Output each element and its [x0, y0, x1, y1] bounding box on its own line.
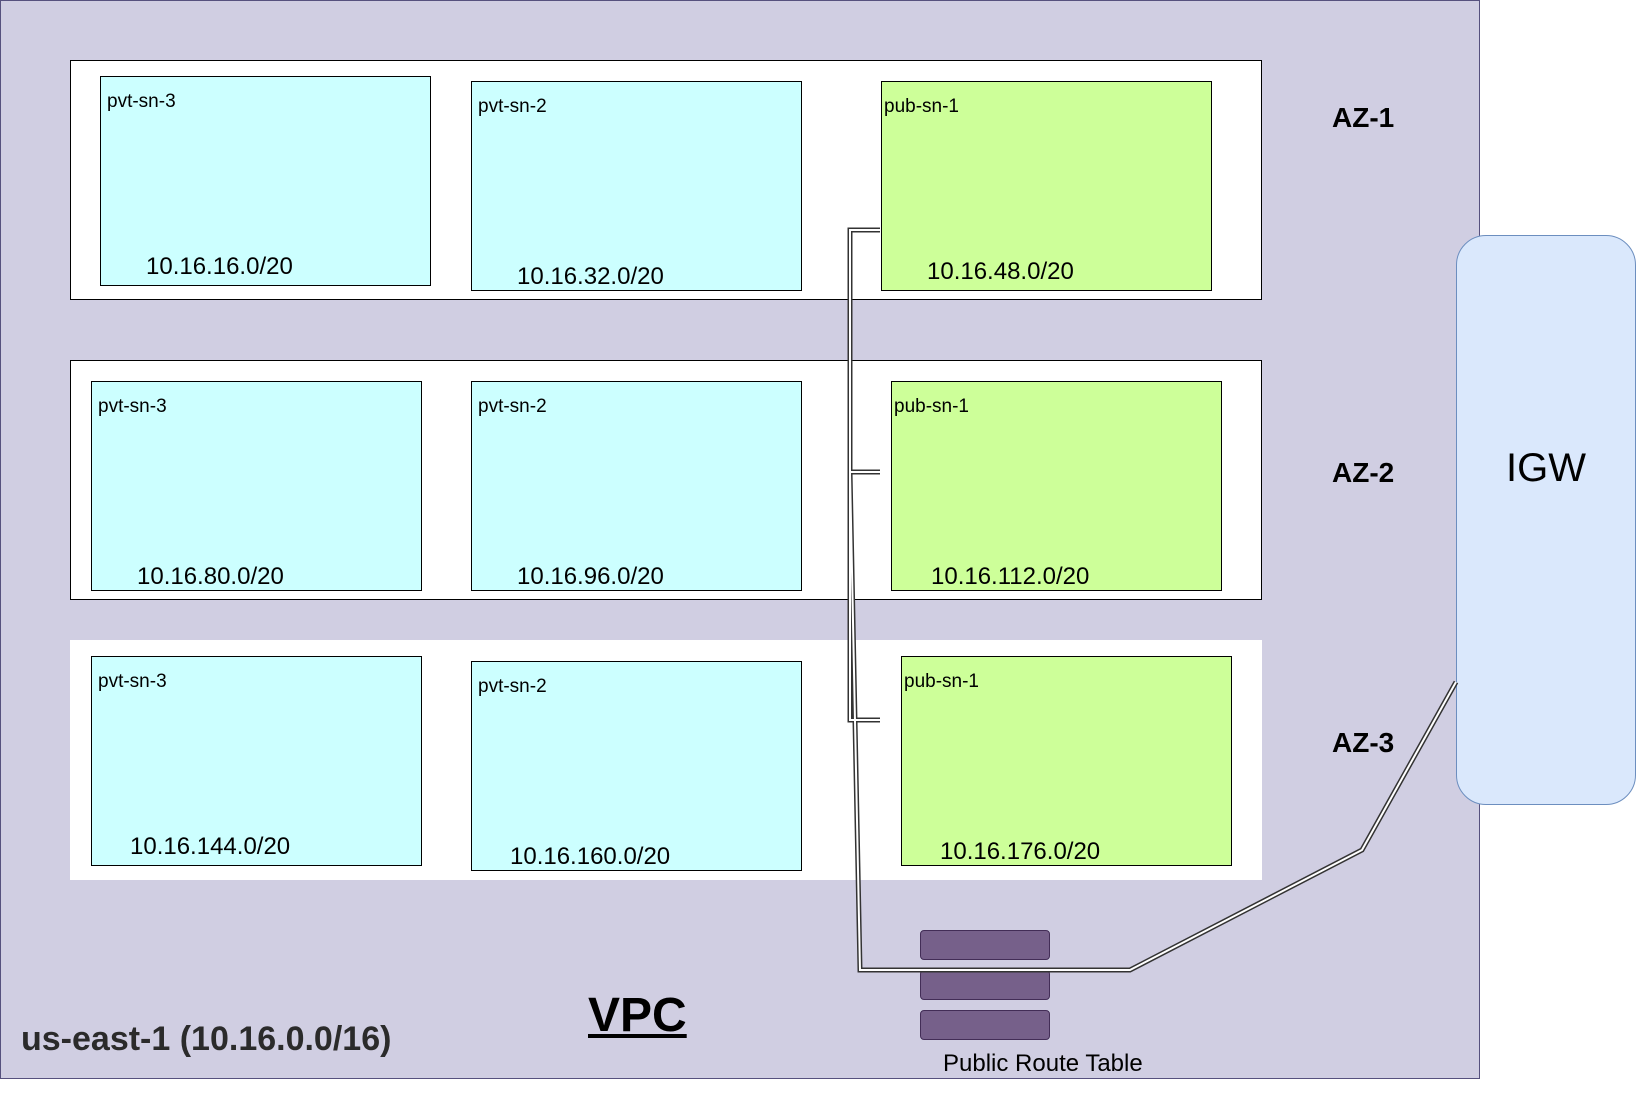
- az-3-subnet-pub-sn-1[interactable]: pub-sn-1 10.16.176.0/20: [901, 656, 1232, 866]
- subnet-cidr: 10.16.48.0/20: [927, 258, 1074, 285]
- vpc-title: VPC: [588, 989, 687, 1042]
- az-1-subnet-pvt-sn-2[interactable]: pvt-sn-2 10.16.32.0/20: [471, 81, 802, 291]
- az-2-subnet-pvt-sn-3[interactable]: pvt-sn-3 10.16.80.0/20: [91, 381, 422, 591]
- subnet-name: pvt-sn-2: [478, 676, 547, 697]
- subnet-name: pub-sn-1: [894, 396, 969, 417]
- subnet-cidr: 10.16.144.0/20: [130, 833, 291, 860]
- subnet-name: pvt-sn-3: [107, 91, 176, 112]
- internet-gateway[interactable]: IGW: [1456, 235, 1636, 805]
- subnet-name: pub-sn-1: [884, 96, 959, 117]
- az-3-row: pvt-sn-3 10.16.144.0/20 pvt-sn-2 10.16.1…: [70, 640, 1262, 880]
- az-3-label: AZ-3: [1332, 727, 1395, 758]
- az-2-subnet-pvt-sn-2[interactable]: pvt-sn-2 10.16.96.0/20: [471, 381, 802, 591]
- az-2-subnet-pub-sn-1[interactable]: pub-sn-1 10.16.112.0/20: [891, 381, 1222, 591]
- subnet-name: pvt-sn-2: [478, 96, 547, 117]
- az-1-row: pvt-sn-3 10.16.16.0/20 pvt-sn-2 10.16.32…: [70, 60, 1262, 300]
- az-1-subnet-pvt-sn-3[interactable]: pvt-sn-3 10.16.16.0/20: [100, 76, 431, 286]
- route-table-entry-bar[interactable]: [920, 930, 1050, 960]
- subnet-cidr: 10.16.176.0/20: [940, 838, 1101, 865]
- subnet-cidr: 10.16.112.0/20: [931, 563, 1090, 590]
- region-label: us-east-1 (10.16.0.0/16): [21, 1020, 392, 1058]
- az-3-subnet-pvt-sn-3[interactable]: pvt-sn-3 10.16.144.0/20: [91, 656, 422, 866]
- subnet-cidr: 10.16.96.0/20: [517, 563, 664, 590]
- route-table-entry-bar[interactable]: [920, 1010, 1050, 1040]
- subnet-cidr: 10.16.32.0/20: [517, 263, 664, 290]
- subnet-cidr: 10.16.16.0/20: [146, 253, 293, 280]
- subnet-name: pub-sn-1: [904, 671, 979, 692]
- az-2-label: AZ-2: [1332, 457, 1395, 488]
- subnet-name: pvt-sn-2: [478, 396, 547, 417]
- subnet-cidr: 10.16.80.0/20: [137, 563, 284, 590]
- route-table-label: Public Route Table: [943, 1050, 1143, 1077]
- route-table-entry-bar[interactable]: [920, 970, 1050, 1000]
- subnet-name: pvt-sn-3: [98, 671, 167, 692]
- az-2-row: pvt-sn-3 10.16.80.0/20 pvt-sn-2 10.16.96…: [70, 360, 1262, 600]
- az-1-subnet-pub-sn-1[interactable]: pub-sn-1 10.16.48.0/20: [881, 81, 1212, 291]
- az-1-label: AZ-1: [1332, 102, 1395, 133]
- igw-label: IGW: [1506, 446, 1586, 490]
- subnet-cidr: 10.16.160.0/20: [510, 843, 671, 870]
- subnet-name: pvt-sn-3: [98, 396, 167, 417]
- az-3-subnet-pvt-sn-2[interactable]: pvt-sn-2 10.16.160.0/20: [471, 661, 802, 871]
